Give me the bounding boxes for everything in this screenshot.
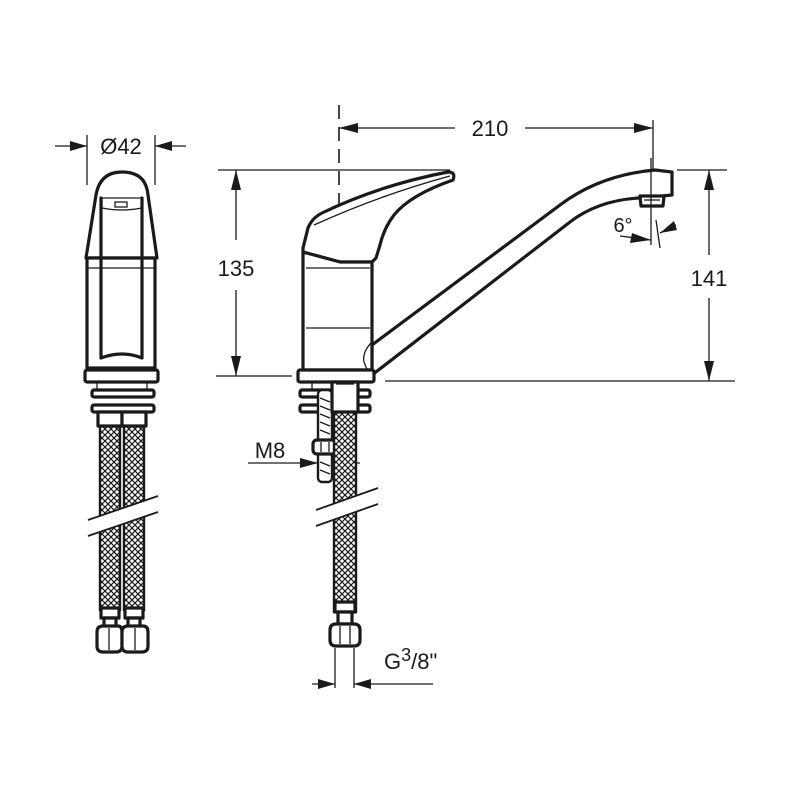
body-height-label: 135 (218, 256, 255, 281)
faucet-base (296, 368, 376, 384)
lever-handle-front (84, 170, 159, 260)
spout-angle-dimension: 6° (613, 158, 677, 249)
thread-dimension: M8 (248, 438, 360, 468)
diameter-label: Ø42 (100, 134, 142, 159)
spout (370, 168, 674, 377)
reach-label: 210 (472, 116, 509, 141)
thread-label: M8 (255, 438, 286, 463)
spout-height-label: 141 (691, 266, 728, 291)
diameter-dimension: Ø42 (55, 134, 186, 185)
threaded-rod (316, 388, 334, 484)
side-view: 210 135 141 (216, 105, 735, 689)
body-height-dimension: 135 (216, 169, 450, 377)
faucet-body-front (85, 256, 157, 370)
front-view: Ø42 (55, 134, 186, 654)
reach-dimension: 210 (339, 116, 654, 170)
spout-angle-label: 6° (613, 215, 632, 237)
connection-label: G3/8" (384, 645, 437, 674)
faucet-body (301, 250, 374, 372)
aerator (638, 194, 666, 208)
hose-nut (328, 622, 362, 648)
spout-height-dimension: 141 (385, 169, 735, 382)
lever-handle (301, 170, 456, 264)
connection-dimension: G3/8" (312, 645, 437, 689)
